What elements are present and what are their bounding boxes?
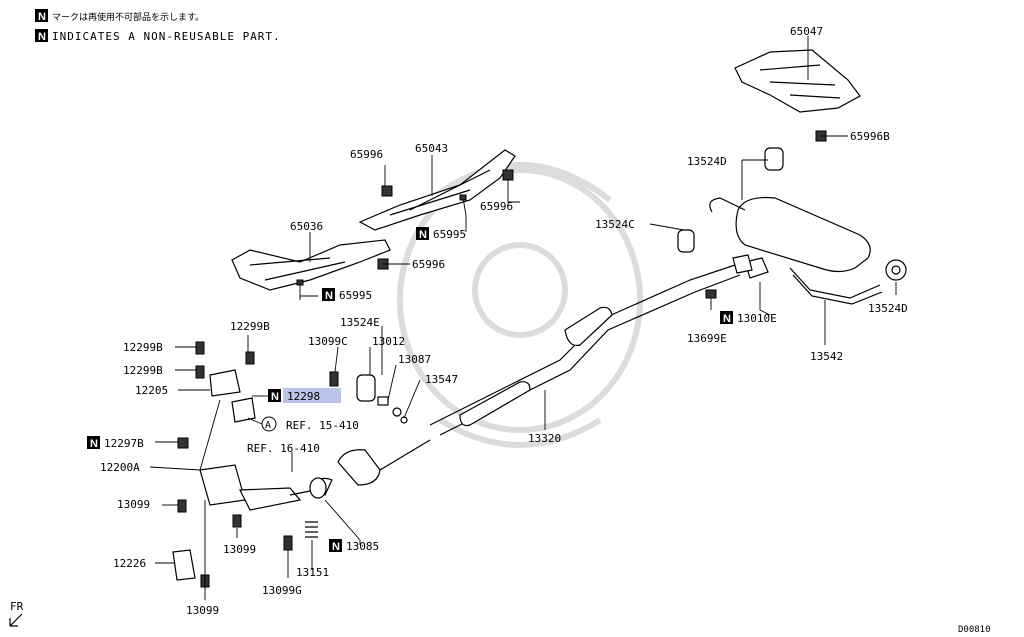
bolt-65995-b [296,279,304,300]
exhaust-manifold-12200A [199,464,316,511]
label-65036: 65036 [290,220,323,233]
svg-text:A: A [265,420,271,431]
label-65047: 65047 [790,25,823,38]
label-13699E: 13699E [687,332,727,345]
svg-text:12298: 12298 [287,390,320,403]
label-12299B-a: 12299B [123,341,163,354]
nut-65996-b [502,169,514,181]
label-12299B-top: 12299B [230,320,270,333]
label-13087: 13087 [398,353,431,366]
svg-text:65995: 65995 [339,289,372,302]
svg-text:N: N [90,438,98,450]
bolts-12299B [195,341,255,379]
label-65996-a: 65996 [350,148,383,161]
label-13547: 13547 [425,373,458,386]
svg-text:12297B: 12297B [104,437,144,450]
non-reusable-note-en: N INDICATES A NON-REUSABLE PART. [35,29,281,43]
label-13099-a: 13099 [117,498,150,511]
svg-text:N: N [38,11,46,23]
label-65996-c: 65996 [412,258,445,271]
bolt-13099G [283,535,293,551]
label-13524D-right: 13524D [868,302,908,315]
bolt-65995-a [459,194,467,216]
svg-text:マークは再使用不可部品を示します。: マークは再使用不可部品を示します。 [52,11,204,23]
heat-shield-65043 [358,149,516,231]
diagram-code: D00810 [958,625,991,635]
label-13099-c: 13099 [186,604,219,617]
spring-13012 [377,396,389,406]
watermark-emblem [397,162,643,448]
hanger-13524E [356,374,376,402]
label-65996-b: 65996 [480,200,513,213]
non-reusable-note-jp: N マークは再使用不可部品を示します。 [35,9,204,23]
ref-15-410[interactable]: A REF. 15-410 [261,416,359,432]
label-13524C: 13524C [595,218,635,231]
label-12200A: 12200A [100,461,140,474]
svg-text:13085: 13085 [346,540,379,553]
svg-text:REF. 15-410: REF. 15-410 [286,419,359,432]
nut-12297B [177,437,189,449]
label-13010E: N 13010E [720,311,777,325]
label-13085: N 13085 [329,539,379,553]
label-65995-b: N 65995 [322,288,372,302]
front-direction-indicator: FR [9,600,24,627]
label-12205: 12205 [135,384,168,397]
svg-text:N: N [332,541,340,553]
svg-text:N: N [723,313,731,325]
bolt-13699E [705,289,717,299]
bracket-12226 [172,549,196,581]
center-pipe-13320 [429,264,741,436]
svg-text:FR: FR [10,600,24,613]
gasket-13085 [309,477,327,499]
heat-shield-65047 [734,49,861,113]
svg-text:N: N [271,391,279,403]
label-13524D-top: 13524D [687,155,727,168]
label-13320: 13320 [528,432,561,445]
svg-text:65995: 65995 [433,228,466,241]
hanger-13524D-right [885,259,907,281]
gasket-12298 [231,397,256,423]
label-13542: 13542 [810,350,843,363]
hanger-13524C [677,229,695,253]
catalytic-converter [314,439,431,497]
label-12297B: N 12297B [87,436,144,450]
ref-16-410[interactable]: REF. 16-410 [247,442,320,455]
svg-text:N: N [325,290,333,302]
spring-13151 [305,521,318,538]
label-12299B-b: 12299B [123,364,163,377]
heat-shield-65036 [231,239,391,291]
nut-65996-a [381,185,393,197]
label-13012: 13012 [372,335,405,348]
gasket-13010E [732,254,769,279]
hanger-13524D-top [764,147,784,171]
gasket-13087 [392,407,402,417]
label-65995-a: N 65995 [416,227,466,241]
label-13099G: 13099G [262,584,302,597]
label-65043: 65043 [415,142,448,155]
svg-text:N: N [38,31,46,43]
svg-text:INDICATES A NON-REUSABLE PART.: INDICATES A NON-REUSABLE PART. [52,30,281,43]
label-13099-b: 13099 [223,543,256,556]
label-13151: 13151 [296,566,329,579]
label-12298: N 12298 [268,388,341,403]
label-13099C: 13099C [308,335,348,348]
leader-lines [149,36,897,600]
label-12226: 12226 [113,557,146,570]
svg-text:13010E: 13010E [737,312,777,325]
heat-insulator-12205 [209,369,241,397]
label-65996B: 65996B [850,130,890,143]
bolt-13099C [329,371,339,387]
muffler-13542 [709,196,883,305]
label-13524E: 13524E [340,316,380,329]
svg-text:N: N [419,229,427,241]
